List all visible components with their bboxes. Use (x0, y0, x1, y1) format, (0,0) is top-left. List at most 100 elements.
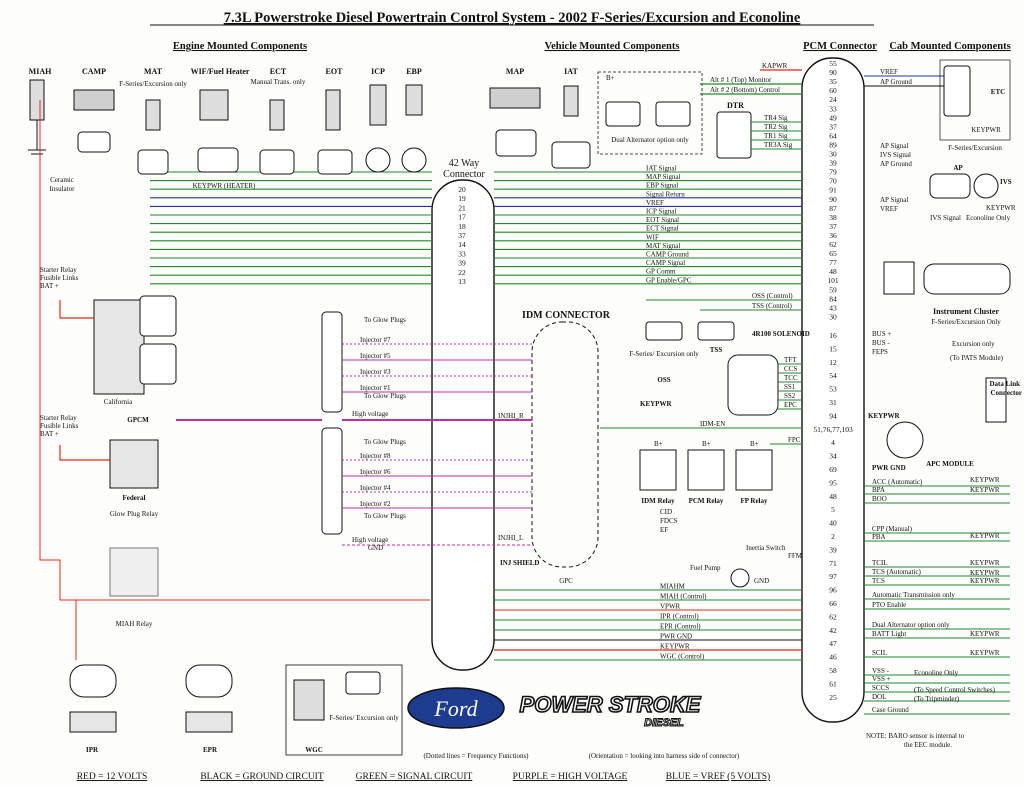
inertia-label: Inertia Switch (746, 544, 786, 552)
fuel-gnd-label: GND (754, 577, 769, 585)
wgc-label: WGC (305, 746, 323, 754)
excursion-only: Excursion only (952, 340, 995, 348)
pwr-gnd-label: PWR GND (872, 464, 906, 472)
signal-label: IAT Signal (646, 165, 676, 173)
pcm-pin: 12 (829, 358, 837, 367)
wgc-note: F-Series/ Excursion only (329, 714, 399, 722)
kapwr-label: KAPWR (762, 62, 788, 70)
gpc-label: GPC (559, 577, 573, 585)
ss1-label: SS1 (784, 383, 796, 391)
idm-relay (639, 449, 677, 491)
cab-signal-cpp: CPP (Manual) (872, 525, 913, 533)
cab-signal-pba: PBA (872, 533, 886, 541)
lower-signal-label: MIAH (Control) (660, 593, 707, 601)
ford-logo-text: Ford (433, 696, 478, 721)
wgc-box (285, 664, 403, 756)
pcm-pin: 53 (829, 385, 837, 394)
injector-label: Injector #8 (360, 452, 391, 460)
alternator-bplus: B+ (606, 74, 615, 82)
alt2-label: Alt # 2 (Bottom) Control (710, 86, 780, 94)
pcm-pin: 94 (829, 411, 837, 420)
cab-vref-2: VREF (880, 205, 898, 213)
tss-label: TSS (710, 346, 723, 354)
ford-logo (407, 687, 505, 729)
ap-keypwr: KEYPWR (986, 204, 1016, 212)
ap-label: AP (953, 164, 963, 172)
fdcs-label: FDCS (660, 517, 678, 525)
signal-label: EBP Signal (646, 182, 678, 190)
vehicle-header: Vehicle Mounted Components (545, 41, 680, 52)
pcm-pin: 87 (829, 204, 837, 213)
pcm-pin: 89 (829, 140, 837, 149)
injector-label: Injector #7 (360, 336, 391, 344)
cab-signal-vss_plus: VSS + (872, 675, 891, 683)
pcm-pin: 30 (829, 150, 837, 159)
signal-label: ICP Signal (646, 208, 676, 216)
injector-label: Injector #1 (360, 384, 391, 392)
high-voltage-2: High voltage (352, 536, 388, 544)
pcm-pin: 90 (829, 195, 837, 204)
pcm-pin: 37 (829, 222, 837, 231)
tss-connector (697, 321, 735, 341)
signal-label: GP Enable/GPC (646, 276, 692, 284)
cab-signal-scil: SCIL (872, 649, 887, 657)
ebp-label: EBP (406, 67, 422, 76)
map-label: MAP (506, 67, 524, 76)
pcm-pin: 90 (829, 68, 837, 77)
to-glow-plugs-2: To Glow Plugs (364, 392, 406, 400)
c42-pin: 37 (458, 231, 466, 240)
etc-box (939, 59, 1011, 141)
c42-pin: 39 (458, 259, 466, 268)
pats-label: (To PATS Module) (950, 354, 1004, 362)
alternator-box (597, 71, 703, 155)
cab-keypwr: KEYPWR (970, 476, 1000, 484)
high-voltage-1: High voltage (352, 410, 388, 418)
apc-label: APC MODULE (926, 460, 974, 468)
pcm-pin: 61 (829, 679, 837, 688)
c42-pin: 33 (458, 249, 466, 258)
pcm-pin: 5 (831, 505, 835, 514)
pcm-pin: 58 (829, 666, 837, 675)
idm-en-label: IDM-EN (700, 420, 725, 428)
glow-relay-label: Glow Plug Relay (110, 510, 159, 518)
cluster-label: Instrument Cluster (933, 307, 999, 316)
cab-header: Cab Mounted Components (889, 41, 1010, 52)
c42-pin: 17 (458, 213, 466, 222)
pcm-pin: 71 (829, 559, 837, 568)
ivs-label: IVS (1000, 178, 1012, 186)
pcm-pin: 16 (829, 331, 837, 340)
powerstroke-logo: POWER STROKE (520, 692, 702, 717)
pcm-pin: 66 (829, 599, 837, 608)
pcm-connector (801, 57, 865, 723)
pcm-pin: 97 (829, 572, 837, 581)
iat-sensor (551, 85, 591, 169)
apc-keypwr: KEYPWR (868, 412, 900, 420)
glow-harness-right (321, 427, 343, 535)
idm-connector (531, 321, 599, 568)
eot-label: EOT (326, 67, 344, 76)
pcm-pin: 40 (829, 519, 837, 528)
pcm-pin: 37 (829, 122, 837, 131)
signal-label: MAT Signal (646, 242, 680, 250)
lower-signal-label: PWR GND (660, 633, 692, 641)
dtr-connector (716, 111, 752, 159)
gpcm-connector-2 (139, 343, 177, 385)
cluster-gauges (923, 263, 1011, 295)
etc-label: ETC (991, 88, 1005, 96)
ivs-switch (973, 173, 999, 199)
pcm-pin: 64 (829, 131, 837, 140)
pcm-pin: 70 (829, 177, 837, 186)
ect-label: ECT (270, 67, 287, 76)
cab-signal-sccs: SCCS (872, 684, 889, 692)
pcm-relay-label: PCM Relay (689, 497, 724, 505)
miah-relay (109, 547, 159, 597)
cab-speed-ctrl: (To Speed Control Switches) (914, 686, 996, 694)
pcm-pin: 33 (829, 104, 837, 113)
oss-label: OSS (657, 376, 670, 384)
keypwr-relays: KEYPWR (640, 400, 672, 408)
pcm-pin: 42 (829, 626, 837, 635)
injector-label: Injector #2 (360, 500, 391, 508)
cab-signal-at_only: Automatic Transmission only (872, 591, 955, 599)
